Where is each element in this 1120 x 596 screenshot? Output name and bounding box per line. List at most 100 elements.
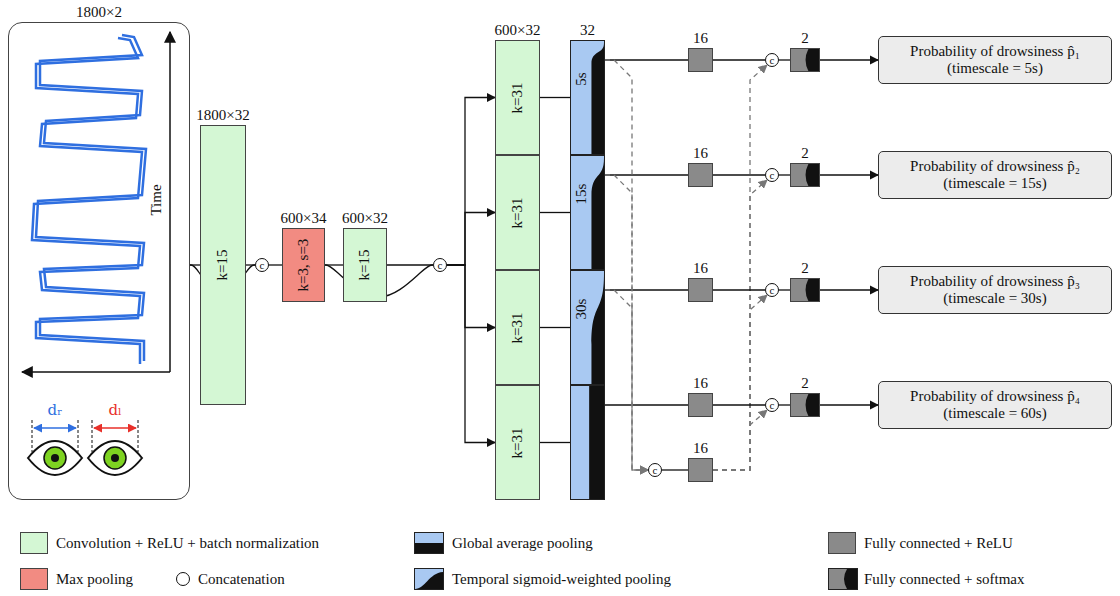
connector bbox=[820, 174, 878, 175]
pooling-block: 325s bbox=[570, 40, 605, 155]
legend-swatch bbox=[20, 532, 48, 554]
node-text: c bbox=[766, 284, 778, 296]
fully-connected-box: 16 bbox=[688, 393, 713, 417]
dashed-connector bbox=[713, 295, 767, 470]
concatenation-circle: c bbox=[765, 53, 779, 67]
dashed-connector bbox=[713, 180, 767, 470]
connector bbox=[540, 327, 570, 328]
connector bbox=[713, 404, 765, 405]
dashed-connector bbox=[605, 290, 648, 470]
fully-connected-box: 16 bbox=[688, 278, 713, 302]
connector bbox=[447, 265, 495, 328]
node-text: 15s bbox=[573, 184, 590, 205]
connector bbox=[447, 98, 495, 266]
eye-guide bbox=[78, 420, 79, 452]
legend-swatch-shape bbox=[415, 533, 443, 553]
legend-swatch bbox=[20, 568, 48, 590]
shape-fill bbox=[589, 386, 604, 499]
left-eye bbox=[88, 441, 142, 475]
pooling-weight-shape bbox=[571, 271, 604, 384]
pooling-block bbox=[570, 385, 605, 500]
size-label: 2 bbox=[801, 145, 809, 162]
concatenation-circle: c bbox=[765, 283, 779, 297]
size-label: 1800×2 bbox=[76, 4, 122, 21]
output-box: Probability of drowsiness p̂₁ (timescale… bbox=[878, 36, 1112, 84]
right-eye bbox=[28, 441, 82, 475]
node-text: k=3, s=3 bbox=[295, 239, 312, 292]
dashed-connector bbox=[713, 410, 767, 470]
connector bbox=[820, 404, 878, 405]
size-label: 2 bbox=[801, 30, 809, 47]
size-label: 16 bbox=[693, 30, 708, 47]
connector bbox=[605, 174, 688, 175]
node-text: k=15 bbox=[214, 250, 231, 281]
connector bbox=[820, 289, 878, 290]
connector bbox=[269, 264, 282, 265]
distance-arrow bbox=[34, 427, 76, 429]
legend-text: Global average pooling bbox=[452, 535, 593, 552]
time-axis bbox=[169, 32, 171, 372]
node-text: c bbox=[256, 259, 268, 271]
fully-connected-box: 16 bbox=[688, 163, 713, 187]
size-label: 600×32 bbox=[495, 22, 541, 39]
connector bbox=[540, 212, 570, 213]
pooling-weight-shape bbox=[571, 41, 604, 154]
size-label: 1800×32 bbox=[196, 107, 249, 124]
convolution-box: k=31 bbox=[495, 385, 540, 500]
output-box: Probability of drowsiness p̂₄ (timescale… bbox=[878, 381, 1112, 429]
softmax-shape bbox=[791, 279, 819, 301]
concatenation-circle: c bbox=[433, 258, 447, 272]
shape-fill bbox=[806, 49, 819, 71]
convolution-box: k=31 bbox=[495, 270, 540, 385]
softmax-shape bbox=[791, 49, 819, 71]
fully-connected-box: 16 bbox=[688, 458, 713, 482]
shape-fill bbox=[591, 158, 604, 269]
eye-guide bbox=[32, 420, 33, 452]
pooling-weight-shape bbox=[571, 386, 604, 499]
dashed-connector bbox=[605, 60, 648, 470]
concatenation-circle: c bbox=[765, 398, 779, 412]
legend-swatch bbox=[414, 532, 444, 554]
red-signal bbox=[36, 35, 146, 361]
node-text: k=31 bbox=[509, 82, 526, 113]
connector bbox=[540, 442, 570, 443]
size-label: 32 bbox=[580, 22, 595, 39]
connector bbox=[605, 59, 688, 60]
softmax-shape bbox=[791, 164, 819, 186]
input-panel: 1800×2 bbox=[8, 22, 190, 500]
pooling-block: 15s bbox=[570, 155, 605, 270]
connector bbox=[662, 469, 688, 470]
connector bbox=[779, 404, 790, 405]
output-box: Probability of drowsiness p̂₃ (timescale… bbox=[878, 266, 1112, 314]
node-text: c bbox=[649, 464, 661, 476]
eye-guide bbox=[92, 420, 93, 452]
fully-connected-box: 16 bbox=[688, 48, 713, 72]
connector bbox=[447, 265, 495, 443]
concatenation-circle: c bbox=[255, 258, 269, 272]
size-label: 600×32 bbox=[342, 210, 388, 227]
connector bbox=[779, 174, 790, 175]
connector bbox=[605, 289, 688, 290]
pooling-block: 30s bbox=[570, 270, 605, 385]
size-label: 16 bbox=[693, 440, 708, 457]
eye-guide bbox=[138, 420, 139, 452]
connector bbox=[246, 264, 255, 265]
distance-arrow bbox=[94, 427, 136, 429]
node-text: 30s bbox=[573, 299, 590, 320]
size-label: 2 bbox=[801, 260, 809, 277]
legend-text: Fully connected + softmax bbox=[864, 571, 1025, 588]
convolution-box: 600×32k=31 bbox=[495, 40, 540, 155]
legend-text: Max pooling bbox=[56, 571, 133, 588]
legend-text: Convolution + ReLU + batch normalization bbox=[56, 535, 319, 552]
convolution-box: 1800×32k=15 bbox=[200, 125, 246, 405]
connector bbox=[540, 97, 570, 98]
connector bbox=[779, 289, 790, 290]
distance-axis bbox=[22, 371, 170, 373]
shape-fill bbox=[591, 273, 604, 384]
legend-swatch bbox=[828, 568, 858, 590]
node-text: c bbox=[766, 54, 778, 66]
softmax-box: 2 bbox=[790, 48, 820, 72]
dashed-connector bbox=[713, 65, 767, 470]
node-text: Probability of drowsiness p̂₃ (timescale… bbox=[885, 273, 1105, 308]
softmax-box: 2 bbox=[790, 393, 820, 417]
